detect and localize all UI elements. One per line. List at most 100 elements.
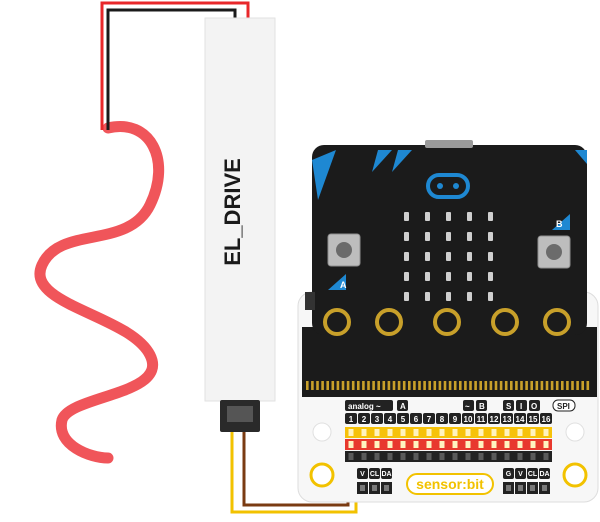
led: [488, 232, 493, 241]
pin-number-label: 2: [362, 415, 367, 424]
pin-number-label: 15: [529, 415, 538, 424]
header-pin[interactable]: [491, 429, 497, 436]
header-pin[interactable]: [426, 453, 432, 460]
header-pin[interactable]: [543, 429, 549, 436]
edge-pin: [321, 381, 324, 390]
led: [446, 292, 451, 301]
header-pin-rows: [345, 427, 552, 462]
header-pin[interactable]: [400, 441, 406, 448]
io-tag-label: I: [520, 402, 522, 411]
header-pin[interactable]: [426, 429, 432, 436]
header-pin[interactable]: [361, 441, 367, 448]
pin-number-badge: [423, 413, 435, 424]
header-pin[interactable]: [465, 453, 471, 460]
microbit-accent-stripe-1: [372, 150, 392, 172]
pin-number-label: 9: [453, 415, 458, 424]
pin-number-label: 8: [440, 415, 445, 424]
power-label: CL: [528, 471, 538, 478]
header-pin[interactable]: [478, 441, 484, 448]
header-pin[interactable]: [374, 429, 380, 436]
edge-pin: [464, 381, 467, 390]
header-pin[interactable]: [387, 441, 393, 448]
pin-number-label: 1: [349, 415, 354, 424]
edge-pin: [474, 381, 477, 390]
header-pin[interactable]: [478, 453, 484, 460]
header-pin[interactable]: [504, 441, 510, 448]
header-pin[interactable]: [517, 453, 523, 460]
button-a-cap[interactable]: [336, 242, 352, 258]
power-label-badge: [357, 468, 368, 479]
pin-number-badge: [397, 413, 409, 424]
pin-number-label: 14: [516, 415, 525, 424]
header-pin[interactable]: [504, 429, 510, 436]
edge-pin: [362, 381, 365, 390]
o-tag-label: O: [531, 402, 537, 411]
header-pin[interactable]: [413, 453, 419, 460]
header-pin[interactable]: [400, 429, 406, 436]
header-pin[interactable]: [543, 441, 549, 448]
o-tag: [529, 400, 540, 411]
header-pin[interactable]: [374, 453, 380, 460]
pin-number-badge: [371, 413, 383, 424]
edge-pin: [377, 381, 380, 390]
power-socket-pin: [384, 485, 389, 491]
header-pin[interactable]: [439, 441, 445, 448]
header-pin[interactable]: [348, 441, 354, 448]
header-pin[interactable]: [348, 429, 354, 436]
header-pin[interactable]: [387, 453, 393, 460]
pin-number-label: 7: [427, 415, 432, 424]
led: [488, 292, 493, 301]
header-pin[interactable]: [465, 441, 471, 448]
edge-pin: [555, 381, 559, 390]
edge-pin: [530, 381, 533, 390]
button-b-cap[interactable]: [546, 244, 562, 260]
microbit-accent-left: [312, 150, 336, 200]
led: [488, 212, 493, 221]
led: [404, 272, 409, 281]
header-pin[interactable]: [530, 429, 536, 436]
header-pin[interactable]: [387, 429, 393, 436]
edge-pin: [433, 381, 437, 390]
header-pin[interactable]: [543, 453, 549, 460]
header-pin[interactable]: [374, 441, 380, 448]
led: [404, 232, 409, 241]
header-pin[interactable]: [452, 453, 458, 460]
led: [446, 252, 451, 261]
header-pin[interactable]: [426, 441, 432, 448]
header-pin[interactable]: [452, 429, 458, 436]
led: [467, 232, 472, 241]
header-pin[interactable]: [491, 441, 497, 448]
mid-badge: [476, 400, 487, 411]
header-pin[interactable]: [439, 453, 445, 460]
header-pin[interactable]: [413, 429, 419, 436]
power-label-badge: [381, 468, 392, 479]
header-pin[interactable]: [478, 429, 484, 436]
header-pin[interactable]: [491, 453, 497, 460]
header-pin[interactable]: [361, 429, 367, 436]
header-pin[interactable]: [413, 441, 419, 448]
header-pin[interactable]: [517, 429, 523, 436]
header-pin[interactable]: [348, 453, 354, 460]
pin-number-label: 6: [414, 415, 419, 424]
edge-pin: [306, 381, 309, 390]
edge-pin: [372, 381, 375, 390]
header-pin[interactable]: [439, 429, 445, 436]
header-pin[interactable]: [517, 441, 523, 448]
header-pin[interactable]: [465, 429, 471, 436]
edge-pin: [576, 381, 579, 390]
header-pin[interactable]: [504, 453, 510, 460]
s-tag-label: S: [506, 402, 512, 411]
header-pin[interactable]: [452, 441, 458, 448]
mount-hole-top-right: [565, 422, 585, 442]
pin-number-label: 11: [477, 415, 486, 424]
header-pin[interactable]: [530, 441, 536, 448]
edge-pin: [341, 381, 345, 390]
header-pin[interactable]: [400, 453, 406, 460]
microbit-accent-right: [575, 150, 587, 164]
header-pin[interactable]: [361, 453, 367, 460]
header-pin[interactable]: [530, 453, 536, 460]
edge-pin: [316, 381, 319, 390]
